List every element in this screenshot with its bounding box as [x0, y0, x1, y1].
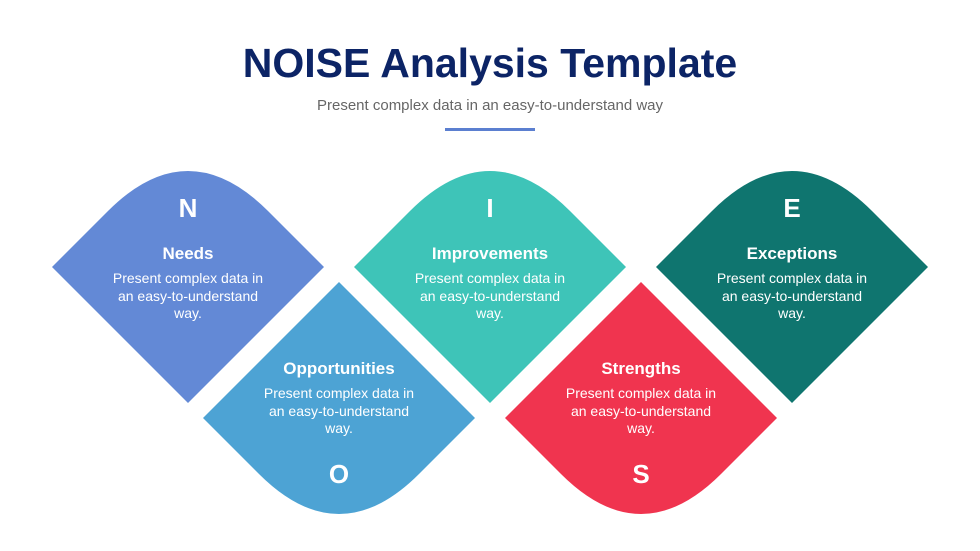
shape-opportunities — [203, 282, 475, 514]
card-letter: S — [632, 459, 650, 489]
title-divider — [445, 128, 535, 131]
card-body: Present complex data in an easy-to-under… — [112, 270, 264, 321]
card-heading: Exceptions — [746, 244, 838, 263]
card-heading: Strengths — [601, 359, 681, 378]
card-letter: O — [328, 459, 350, 489]
shape-strengths — [505, 282, 777, 514]
page-title: NOISE Analysis Template — [242, 40, 738, 86]
card-body: Present complex data in an easy-to-under… — [414, 270, 566, 321]
shape-improvements — [354, 171, 626, 403]
shape-exceptions — [656, 171, 928, 403]
card-letter: E — [783, 193, 801, 223]
page-subtitle: Present complex data in an easy-to-under… — [316, 97, 664, 114]
card-heading: Needs — [162, 244, 214, 263]
card-letter: N — [178, 193, 198, 223]
card-body: Present complex data in an easy-to-under… — [716, 270, 868, 321]
card-heading: Opportunities — [283, 359, 395, 378]
card-body: Present complex data in an easy-to-under… — [565, 385, 717, 436]
card-body: Present complex data in an easy-to-under… — [263, 385, 415, 436]
card-heading: Improvements — [431, 244, 549, 263]
card-letter: I — [486, 193, 494, 223]
shape-needs — [52, 171, 324, 403]
